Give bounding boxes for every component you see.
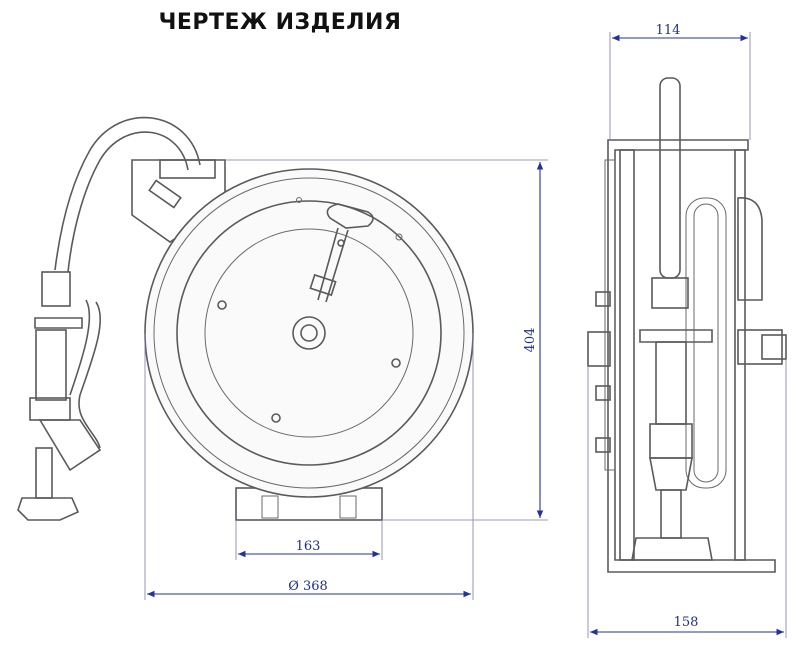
dimension-lines: [144, 32, 787, 638]
dimension-side-width: 158: [674, 615, 699, 630]
side-view: [587, 77, 787, 573]
front-view: [17, 116, 474, 521]
drawing-title: ЧЕРТЕЖ ИЗДЕЛИЯ: [158, 10, 402, 35]
dimension-diameter: Ø 368: [288, 579, 328, 594]
dimension-top-width: 114: [656, 23, 681, 38]
dimension-base-width: 163: [296, 539, 321, 554]
reel-drum: [144, 168, 474, 498]
dimension-height: 404: [523, 328, 538, 353]
